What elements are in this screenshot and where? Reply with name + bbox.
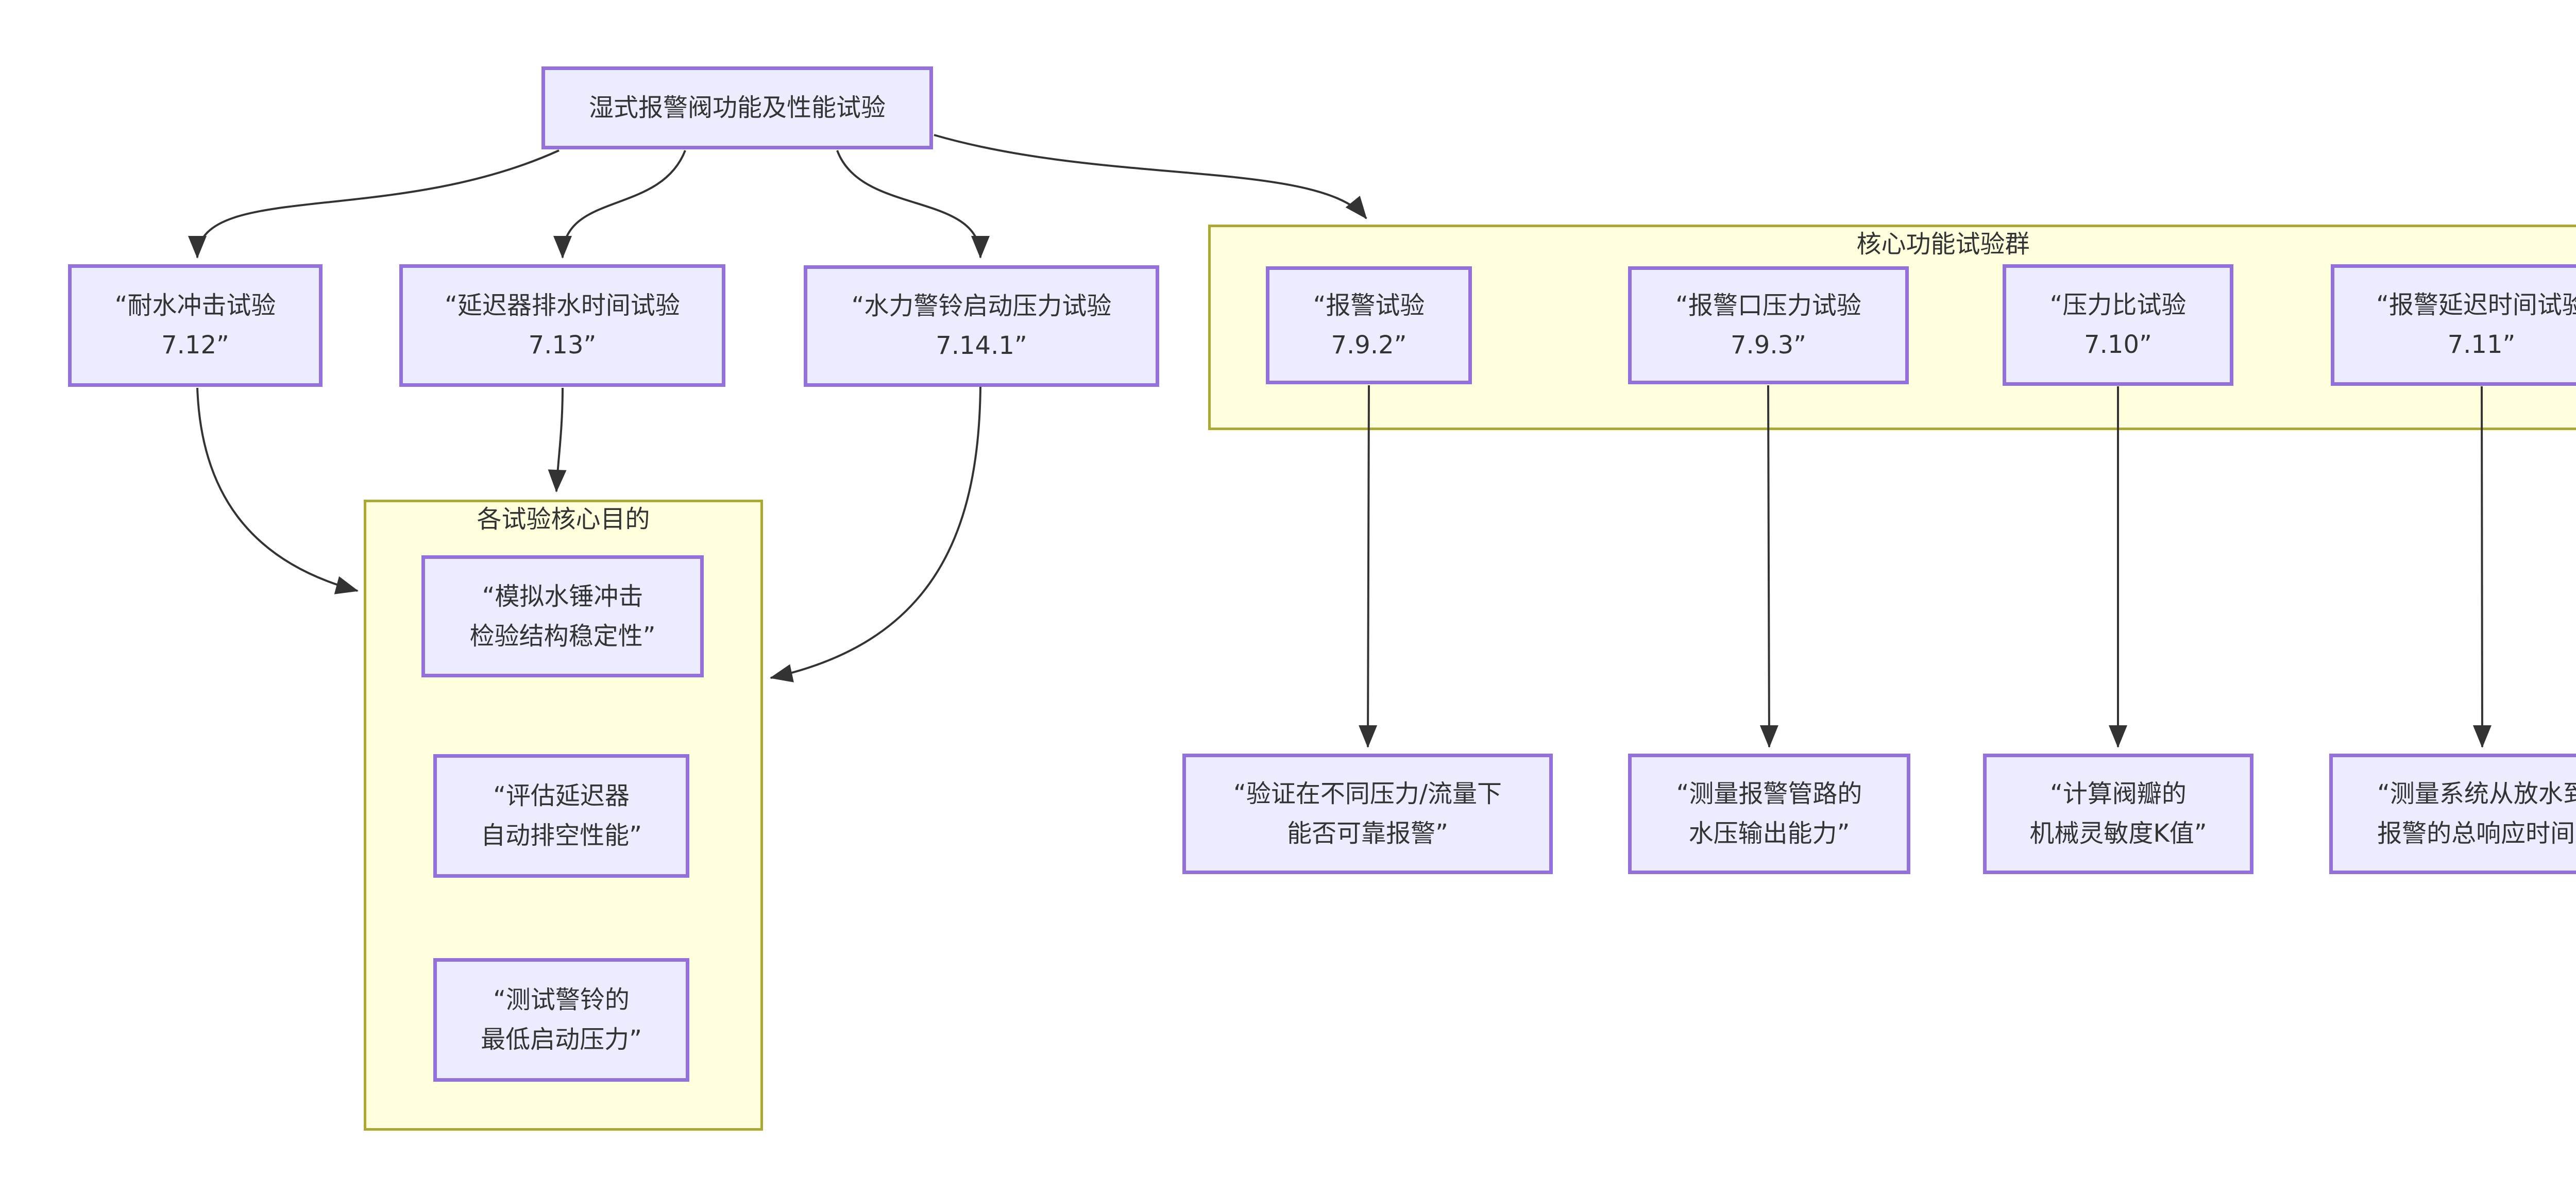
edge-7-9-3-to-outcome [1759, 385, 1778, 748]
edge-7-13-to-purpose-group [548, 387, 567, 492]
node-text-line: 报警的总响应时间” [2377, 819, 2576, 848]
node-text-line: 7.12” [161, 331, 229, 360]
test-purpose-group-label: 各试验核心目的 [477, 505, 650, 534]
outcome-node-response-time: “测量系统从放水到 报警的总响应时间” [2329, 754, 2576, 874]
test-node-7-10: “压力比试验 7.10” [2003, 264, 2233, 386]
edge-root-to-7-14-1 [836, 150, 990, 259]
node-text-line: “报警口压力试验 [1675, 291, 1861, 320]
node-text-line: 机械灵敏度K值” [2029, 819, 2207, 848]
edge-root-to-7-12 [188, 149, 560, 259]
test-node-7-14-1: “水力警铃启动压力试验 7.14.1” [804, 265, 1159, 387]
node-text-line: “测试警铃的 [493, 985, 630, 1015]
purpose-node-water-hammer: “模拟水锤冲击 检验结构稳定性” [421, 555, 704, 677]
node-text-line: 7.10” [2084, 330, 2152, 359]
core-function-test-group-label: 核心功能试验群 [1856, 230, 2030, 259]
node-text-line: 自动排空性能” [481, 821, 642, 850]
node-text-line: “耐水冲击试验 [114, 291, 276, 320]
node-text-line: 7.11” [2447, 330, 2516, 359]
node-text-line: 最低启动压力” [481, 1025, 642, 1054]
node-text-line: 7.13” [528, 331, 597, 360]
node-text-line: “报警延迟时间试验 [2376, 291, 2576, 320]
test-node-7-11: “报警延迟时间试验 7.11” [2331, 264, 2576, 386]
edge-7-14-1-to-purpose-group [770, 386, 981, 683]
root-node: 湿式报警阀功能及性能试验 [541, 66, 933, 149]
node-text-line: “延迟器排水时间试验 [445, 291, 680, 320]
node-text-line: “计算阀瓣的 [2050, 779, 2187, 809]
node-text-line: “验证在不同压力/流量下 [1233, 779, 1502, 809]
node-text-line: 检验结构稳定性” [469, 621, 656, 651]
node-text-line: “评估延迟器 [493, 781, 630, 811]
root-node-label: 湿式报警阀功能及性能试验 [588, 93, 886, 123]
edge-7-9-2-to-outcome [1359, 385, 1378, 748]
outcome-node-k-value: “计算阀瓣的 机械灵敏度K值” [1983, 754, 2253, 874]
edge-root-to-7-13 [553, 150, 686, 259]
test-node-7-12: “耐水冲击试验 7.12” [68, 264, 323, 387]
purpose-node-delay-drain: “评估延迟器 自动排空性能” [433, 754, 689, 878]
node-text-line: “测量报警管路的 [1676, 779, 1862, 809]
node-text-line: “报警试验 [1313, 291, 1425, 320]
outcome-node-water-pressure-output: “测量报警管路的 水压输出能力” [1628, 754, 1910, 874]
node-text-line: “模拟水锤冲击 [482, 582, 643, 611]
edge-7-12-to-purpose-group [196, 387, 359, 594]
test-node-7-9-2: “报警试验 7.9.2” [1266, 266, 1472, 384]
test-node-7-9-3: “报警口压力试验 7.9.3” [1628, 266, 1909, 384]
purpose-node-bell-pressure: “测试警铃的 最低启动压力” [433, 958, 689, 1082]
node-text-line: 7.9.3” [1731, 330, 1806, 360]
edge-root-to-core-group [934, 134, 1367, 219]
node-text-line: 水压输出能力” [1688, 819, 1850, 848]
outcome-node-reliable-alarm: “验证在不同压力/流量下 能否可靠报警” [1182, 754, 1553, 874]
node-text-line: 7.9.2” [1331, 330, 1407, 360]
node-text-line: 能否可靠报警” [1287, 819, 1448, 848]
test-node-7-13: “延迟器排水时间试验 7.13” [399, 264, 725, 387]
node-text-line: “压力比试验 [2049, 291, 2187, 320]
node-text-line: “测量系统从放水到 [2377, 779, 2576, 809]
node-text-line: “水力警铃启动压力试验 [851, 292, 1112, 321]
node-text-line: 7.14.1” [936, 331, 1027, 360]
